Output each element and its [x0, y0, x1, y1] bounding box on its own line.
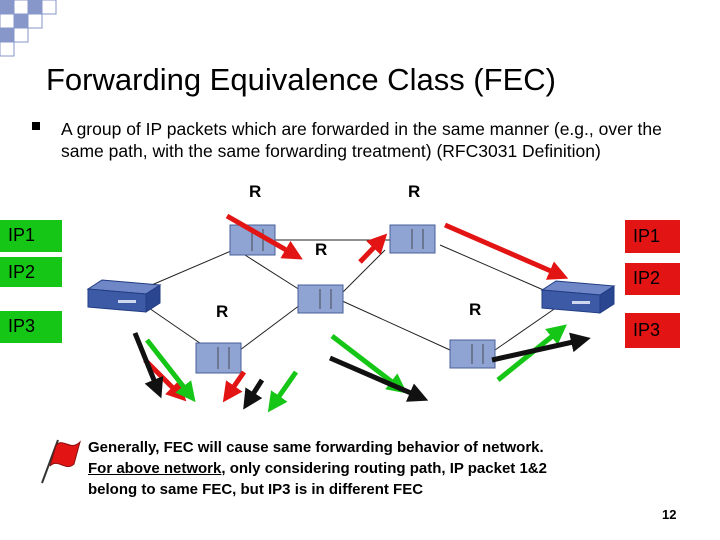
egress-ip2-label: IP2	[633, 268, 661, 288]
egress-ip1-label: IP1	[633, 226, 661, 246]
fec-note: Generally, FEC will cause same forwardin…	[88, 437, 688, 500]
egress-ip3-label: IP3	[633, 320, 661, 340]
ingress-ip1-box	[0, 220, 62, 252]
corner-decoration	[0, 0, 57, 57]
router-top-right	[389, 224, 436, 254]
fec-note-line3: belong to same FEC, but IP3 is in differ…	[88, 481, 424, 498]
ingress-ip3-box	[0, 311, 62, 343]
router-bottom-right	[449, 339, 496, 369]
ip2-flow-arrows	[145, 324, 568, 413]
page-number: 12	[662, 507, 677, 522]
router-label-center: R	[315, 240, 328, 259]
edge-router-left	[86, 279, 162, 313]
egress-ip1-box	[625, 220, 680, 253]
fec-note-underlined: For above network	[88, 460, 222, 477]
egress-ip2-box	[625, 263, 680, 295]
bullet-text: A group of IP packets which are forwarde…	[61, 119, 662, 161]
flag-icon	[41, 439, 81, 484]
ingress-ip1-label: IP1	[8, 225, 36, 245]
router-label-top-right: R	[408, 182, 421, 201]
ingress-ip3-label: IP3	[8, 316, 36, 336]
fec-note-line1: Generally, FEC will cause same forwardin…	[88, 439, 544, 456]
egress-ip3-box	[625, 313, 680, 348]
bullet-icon	[32, 122, 40, 130]
ingress-ip2-label: IP2	[8, 262, 36, 282]
router-label-bottom-left: R	[216, 302, 229, 321]
router-center	[297, 284, 344, 314]
edge-router-right	[540, 280, 616, 314]
network-links	[129, 239, 561, 351]
router-label-bottom-right: R	[469, 300, 482, 319]
ip3-flow-arrows	[132, 332, 591, 410]
fec-note-line2: , only considering routing path, IP pack…	[221, 460, 547, 477]
router-bottom-left	[195, 342, 242, 374]
slide-title: Forwarding Equivalence Class (FEC)	[46, 62, 556, 97]
router-label-top-left: R	[249, 182, 262, 201]
ingress-ip2-box	[0, 257, 62, 287]
